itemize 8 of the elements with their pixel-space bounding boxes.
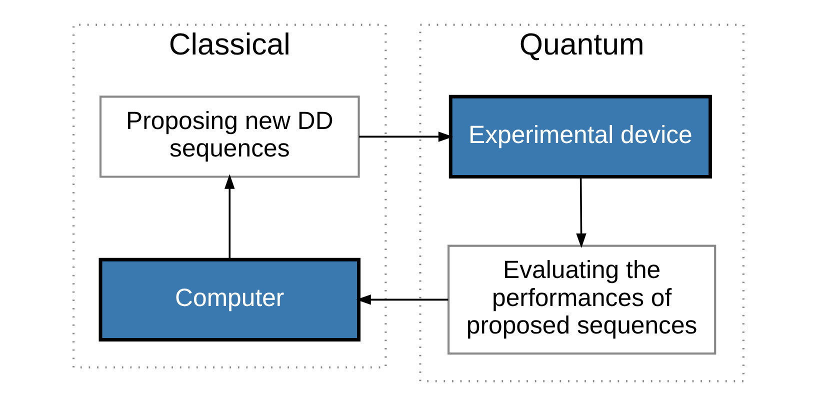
node-box: Computer xyxy=(98,258,360,342)
arrow xyxy=(576,176,586,248)
arrow xyxy=(358,132,453,142)
node-box: Evaluating the performances of proposed sequences xyxy=(447,244,716,355)
arrow xyxy=(224,174,234,260)
arrow xyxy=(356,294,448,305)
node-box: Experimental device xyxy=(448,94,712,178)
node-box: Proposing new DD sequences xyxy=(98,96,360,178)
